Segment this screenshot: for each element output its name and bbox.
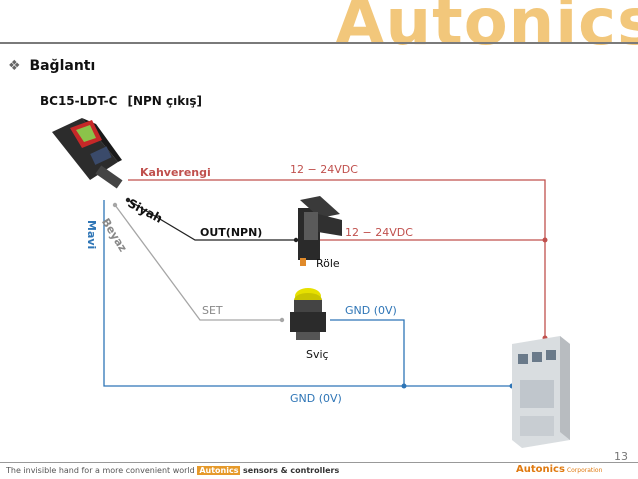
white-wire xyxy=(114,204,282,321)
footer-slogan-end: sensors & controllers xyxy=(243,466,340,475)
section-title-text: Bağlantı xyxy=(29,58,96,74)
page-number: 13 xyxy=(614,450,628,463)
brown-wire-label: Kahverengi xyxy=(140,166,211,179)
footer-divider xyxy=(0,462,638,463)
brown-wire xyxy=(128,179,546,340)
footer-slogan: The invisible hand for a more convenient… xyxy=(6,466,339,475)
switch-gnd-junction xyxy=(401,383,407,389)
footer-slogan-tag: Autonics xyxy=(197,466,241,475)
switch-gnd-wire xyxy=(330,319,405,386)
out-npn-label: OUT(NPN) xyxy=(200,226,263,239)
sensor-black-node xyxy=(125,197,131,203)
relay-supply-junction xyxy=(542,237,548,243)
footer-brand-name: Autonics xyxy=(516,464,565,475)
section-title: ❖ Bağlantı xyxy=(8,58,95,74)
supply-voltage-top-label: 12 − 24VDC xyxy=(290,163,358,176)
footer-brand-suffix: Corporation xyxy=(566,467,603,474)
supply-voltage-relay-label: 12 − 24VDC xyxy=(345,226,413,239)
header-divider xyxy=(0,42,638,44)
footer-slogan-text: The invisible hand for a more convenient… xyxy=(6,466,195,475)
switch-gnd-label: GND (0V) xyxy=(345,304,397,317)
relay-device xyxy=(298,196,342,266)
blue-wire-label: Mavi xyxy=(85,220,98,250)
power-supply-device xyxy=(512,336,570,448)
model-name: BC15-LDT-C xyxy=(40,94,118,108)
brand-watermark: Autonics xyxy=(335,0,638,60)
black-wire-node xyxy=(293,237,299,243)
white-wire-node xyxy=(279,317,285,323)
switch-label: Sviç xyxy=(306,348,329,361)
black-wire xyxy=(127,199,296,241)
sensor-white-node xyxy=(112,202,118,208)
bottom-gnd-label: GND (0V) xyxy=(290,392,342,405)
model-output-type: [NPN çıkış] xyxy=(127,94,202,108)
blue-wire xyxy=(103,200,512,387)
model-title: BC15-LDT-C [NPN çıkış] xyxy=(40,94,202,108)
set-label: SET xyxy=(202,304,223,317)
switch-device xyxy=(290,288,326,340)
diamond-bullet-icon: ❖ xyxy=(8,58,21,74)
relay-label: Röle xyxy=(316,257,340,270)
sensor-device xyxy=(52,118,123,189)
